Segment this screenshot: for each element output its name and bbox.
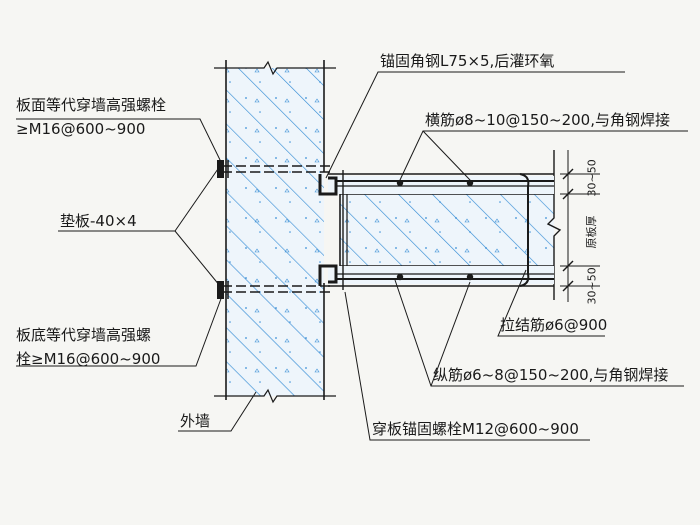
transverse-bar-label: 横筋ø8~10@150~200,与角钢焊接 bbox=[425, 111, 670, 129]
top-bolt-label-line2: ≥M16@600~900 bbox=[16, 120, 146, 138]
tie-bar bbox=[519, 173, 530, 287]
dimension-lines bbox=[560, 150, 600, 302]
outer-wall bbox=[214, 60, 336, 404]
longitudinal-bar-label: 纵筋ø6~8@150~200,与角钢焊接 bbox=[433, 366, 669, 384]
bottom-bolt-label-line2: 栓≥M16@600~900 bbox=[16, 350, 161, 368]
slab-thickness-dimension: 原板厚 bbox=[585, 215, 598, 249]
angle-steel-label: 锚固角钢L75×5,后灌环氧 bbox=[380, 52, 555, 70]
through-wall-bolt-bottom bbox=[217, 281, 330, 299]
top-cover-dimension: 30~50 bbox=[585, 159, 599, 197]
shim-plate-label: 垫板-40×4 bbox=[60, 212, 137, 230]
longitudinal-bars bbox=[336, 179, 554, 281]
top-bolt-label-line1: 板面等代穿墙高强螺栓 bbox=[16, 96, 167, 114]
bottom-bolt-label-line1: 板底等代穿墙高强螺 bbox=[16, 326, 152, 344]
slab-bolt-label: 穿板锚固螺栓M12@600~900 bbox=[372, 420, 579, 438]
through-wall-bolt-top bbox=[217, 160, 330, 178]
anchor-angle-bottom bbox=[318, 264, 338, 286]
outer-wall-label: 外墙 bbox=[180, 412, 211, 430]
floor-slab bbox=[339, 150, 562, 300]
bottom-cover-dimension: 30~50 bbox=[585, 267, 599, 305]
anchor-angle-top bbox=[318, 174, 338, 196]
leader-lines bbox=[16, 71, 688, 441]
tie-bar-label: 拉结筋ø6@900 bbox=[500, 316, 608, 334]
